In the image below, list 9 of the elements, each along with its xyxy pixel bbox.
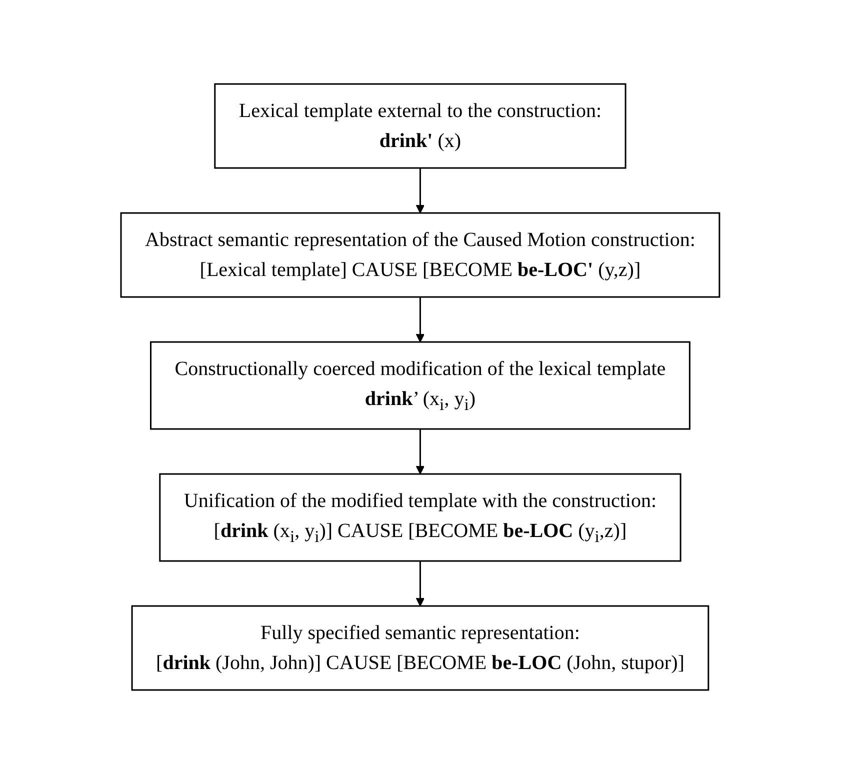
arrow: [416, 168, 425, 213]
node-box: Constructionally coerced modification of the lexical template drink’ (x$_{i}$, y$_{i}$): [150, 340, 691, 430]
arrow: [416, 560, 425, 606]
node-box: Unification of the modified template with the construction: [drink (x$_{i}$, y$_{i}$)] CAUSE [BECOME be-LOC (y$_{i}$,z)]: [159, 472, 682, 562]
arrow: [416, 296, 425, 342]
node-box: Fully specified semantic representation: [drink (John, John)] CAUSE [BECOME be-LOC (John, stupor)]: [132, 604, 710, 690]
arrow: [416, 428, 425, 474]
node-box: Abstract semantic representation of the Caused Motion construction: [Lexical template] CAUSE [BECOME be-LOC' (y,z)]: [120, 212, 720, 298]
node-box: Lexical template external to the construction: drink' (x): [214, 82, 627, 168]
